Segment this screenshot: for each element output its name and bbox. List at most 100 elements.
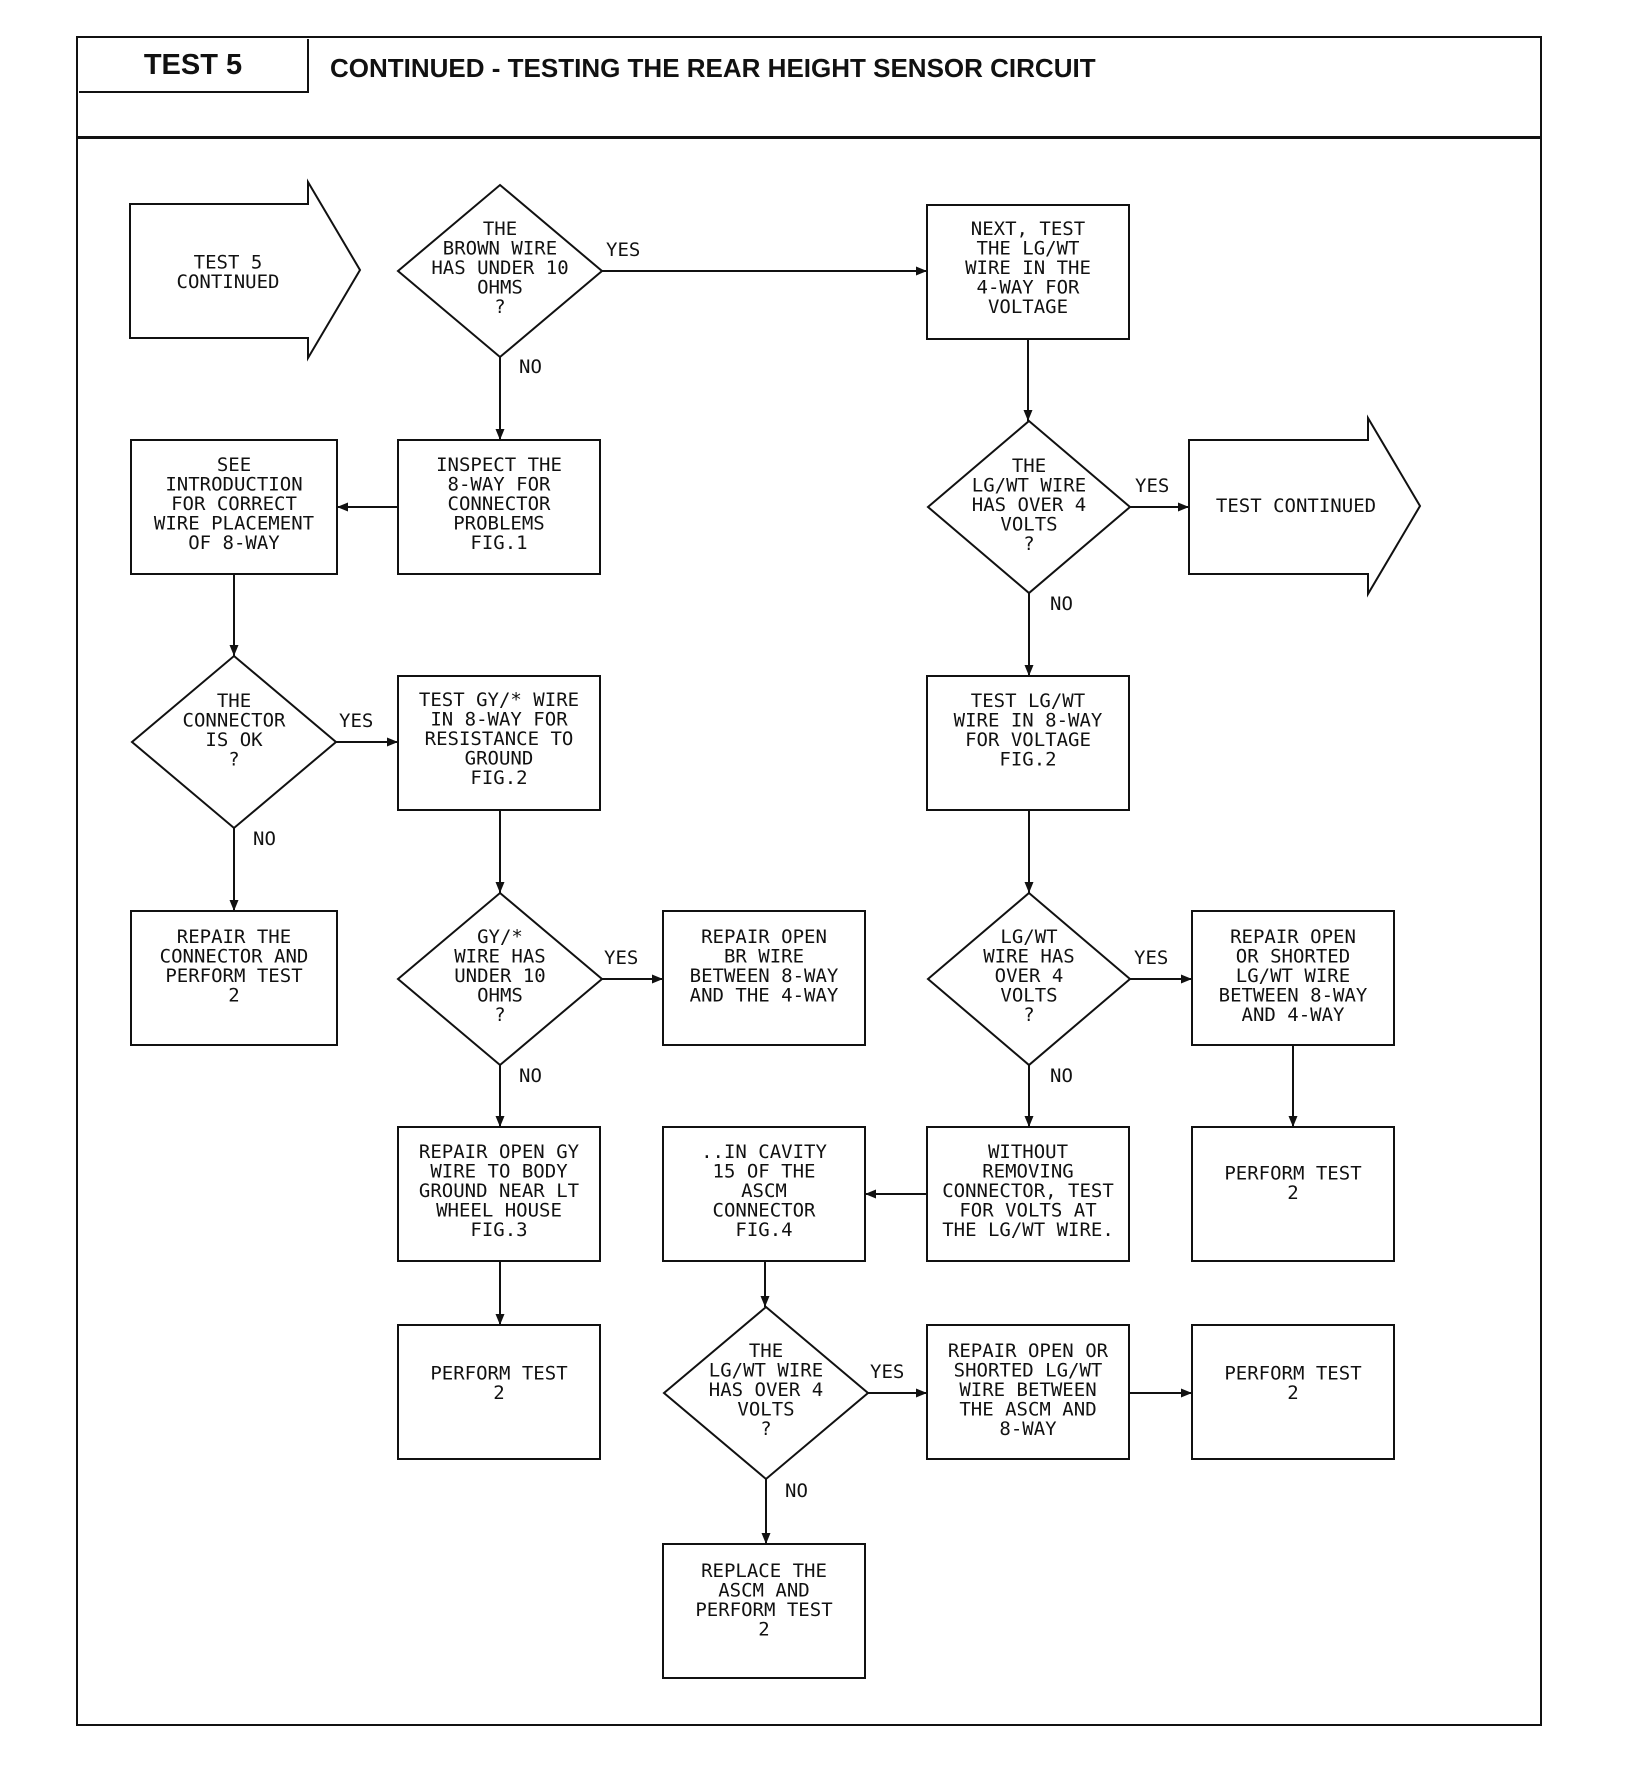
step-perform-test-2-bottom-right-outline bbox=[1191, 1324, 1395, 1460]
step-repair-open-br-outline bbox=[662, 910, 866, 1046]
step-inspect-8way-text-line: CONNECTOR bbox=[448, 493, 552, 515]
step-next-test-lgwt-4way-text-line: 4-WAY FOR bbox=[977, 277, 1081, 299]
decision-gy-under-10-ohms-outline bbox=[396, 891, 604, 1067]
step-without-removing-connector-text-line: FOR VOLTS AT bbox=[959, 1200, 1096, 1222]
step-test-gy-resistance-text-line: TEST GY/* WIRE bbox=[419, 689, 579, 711]
step-cavity-15-ascm-text-line: ..IN CAVITY bbox=[701, 1141, 827, 1163]
decision-connector-ok-text-line: THE bbox=[217, 690, 251, 712]
step-repair-open-br-text-line: BR WIRE bbox=[724, 945, 804, 967]
decision-connector-ok-text-line: CONNECTOR bbox=[183, 709, 287, 731]
decision-gy-under-10-ohms-text-line: ? bbox=[494, 1004, 505, 1026]
arrowhead bbox=[761, 1533, 771, 1544]
step-repair-lgwt-8way-4way-text-line: AND 4-WAY bbox=[1242, 1004, 1346, 1026]
decision-lgwt-ascm-over-4v-text-line: LG/WT WIRE bbox=[709, 1360, 823, 1382]
arrowhead bbox=[916, 266, 927, 276]
step-next-test-lgwt-4way-text-line: WIRE IN THE bbox=[965, 257, 1091, 279]
step-repair-lgwt-ascm-8way-text-line: WIRE BETWEEN bbox=[959, 1379, 1096, 1401]
step-see-introduction-text-line: FOR CORRECT bbox=[171, 493, 297, 515]
no-branch-label: NO bbox=[1050, 593, 1073, 615]
arrowhead bbox=[916, 1388, 927, 1398]
step-repair-lgwt-ascm-8way-text-line: SHORTED LG/WT bbox=[954, 1360, 1103, 1382]
step-perform-test-2-right-text-line: PERFORM TEST bbox=[1224, 1162, 1361, 1184]
step-test-gy-resistance-text-line: RESISTANCE TO bbox=[425, 728, 574, 750]
step-replace-ascm-text-line: ASCM AND bbox=[718, 1579, 810, 1601]
yes-branch-label: YES bbox=[606, 239, 640, 261]
step-repair-lgwt-ascm-8way-text-line: THE ASCM AND bbox=[959, 1399, 1096, 1421]
exit-arrow-shape-text-line: TEST CONTINUED bbox=[1216, 495, 1376, 517]
decision-lgwt-8way-over-4v-text-line: VOLTS bbox=[1000, 985, 1057, 1007]
step-without-removing-connector-text-line: CONNECTOR, TEST bbox=[942, 1180, 1114, 1202]
arrowhead bbox=[337, 502, 348, 512]
arrowhead bbox=[495, 429, 505, 440]
decision-lgwt-4way-over-4v-text-line: ? bbox=[1023, 533, 1034, 555]
step-inspect-8way-text-line: 8-WAY FOR bbox=[448, 474, 552, 496]
step-repair-open-gy-text-line: FIG.3 bbox=[470, 1219, 527, 1241]
decision-lgwt-ascm-over-4v-text-line: ? bbox=[760, 1418, 771, 1440]
step-cavity-15-ascm-text-line: ASCM bbox=[741, 1180, 787, 1202]
decision-brown-wire-text-line: ? bbox=[494, 296, 505, 318]
no-branch-label: NO bbox=[519, 356, 542, 378]
step-without-removing-connector-text-line: REMOVING bbox=[982, 1161, 1074, 1183]
step-repair-lgwt-8way-4way-outline bbox=[1191, 910, 1395, 1046]
step-repair-lgwt-8way-4way-text-line: LG/WT WIRE bbox=[1236, 965, 1350, 987]
arrowhead bbox=[1178, 502, 1189, 512]
step-cavity-15-ascm-text-line: FIG.4 bbox=[735, 1219, 792, 1241]
step-see-introduction-text-line: WIRE PLACEMENT bbox=[154, 513, 314, 535]
step-replace-ascm-outline bbox=[662, 1543, 866, 1679]
arrowhead bbox=[1288, 1116, 1298, 1127]
no-branch-label: NO bbox=[253, 828, 276, 850]
decision-connector-ok-outline bbox=[130, 654, 338, 830]
decision-gy-under-10-ohms-text-line: GY/* bbox=[477, 926, 523, 948]
step-next-test-lgwt-4way-text-line: THE LG/WT bbox=[977, 238, 1080, 260]
decision-lgwt-ascm-over-4v-text-line: HAS OVER 4 bbox=[709, 1379, 823, 1401]
step-without-removing-connector-text-line: THE LG/WT WIRE. bbox=[942, 1219, 1114, 1241]
step-next-test-lgwt-4way-text-line: NEXT, TEST bbox=[971, 218, 1085, 240]
arrowhead bbox=[652, 974, 663, 984]
yes-branch-label: YES bbox=[604, 947, 638, 969]
exit-arrow-shape: TEST CONTINUED bbox=[1188, 414, 1422, 598]
step-repair-open-gy-outline bbox=[397, 1126, 601, 1262]
step-repair-lgwt-8way-4way-text-line: REPAIR OPEN bbox=[1230, 926, 1356, 948]
decision-gy-under-10-ohms-text-line: UNDER 10 bbox=[454, 965, 546, 987]
step-repair-open-gy-text-line: REPAIR OPEN GY bbox=[419, 1141, 580, 1163]
step-inspect-8way-text-line: FIG.1 bbox=[470, 532, 527, 554]
step-test-lgwt-8way-outline bbox=[926, 675, 1130, 811]
step-perform-test-2-right-text-line: 2 bbox=[1287, 1182, 1298, 1204]
decision-lgwt-8way-over-4v-outline bbox=[926, 891, 1132, 1067]
step-without-removing-connector-outline bbox=[926, 1126, 1130, 1262]
step-cavity-15-ascm-text-line: CONNECTOR bbox=[713, 1200, 817, 1222]
arrowhead bbox=[495, 1314, 505, 1325]
step-replace-ascm-text-line: REPLACE THE bbox=[701, 1560, 827, 1582]
arrowhead bbox=[1181, 1388, 1192, 1398]
step-test-lgwt-8way-text-line: TEST LG/WT bbox=[971, 690, 1085, 712]
step-test-lgwt-8way-text-line: WIRE IN 8-WAY bbox=[954, 709, 1103, 731]
yes-branch-label: YES bbox=[339, 710, 373, 732]
no-branch-label: NO bbox=[1050, 1065, 1073, 1087]
no-branch-label: NO bbox=[519, 1065, 542, 1087]
step-perform-test-2-right-outline bbox=[1191, 1126, 1395, 1262]
decision-brown-wire-text-line: THE bbox=[483, 218, 517, 240]
decision-gy-under-10-ohms-text-line: OHMS bbox=[477, 985, 523, 1007]
step-test-gy-resistance-outline bbox=[397, 675, 601, 811]
step-repair-lgwt-ascm-8way-outline bbox=[926, 1324, 1130, 1460]
step-next-test-lgwt-4way-outline bbox=[926, 204, 1130, 340]
step-repair-connector-outline bbox=[130, 910, 338, 1046]
decision-lgwt-8way-over-4v-text-line: WIRE HAS bbox=[983, 946, 1075, 968]
decision-brown-wire-text-line: BROWN WIRE bbox=[443, 238, 557, 260]
decision-lgwt-8way-over-4v-text-line: ? bbox=[1023, 1004, 1034, 1026]
step-repair-lgwt-ascm-8way-text-line: 8-WAY bbox=[999, 1418, 1057, 1440]
step-repair-connector-text-line: CONNECTOR AND bbox=[160, 945, 309, 967]
step-repair-open-br-text-line: BETWEEN 8-WAY bbox=[690, 965, 839, 987]
arrowhead bbox=[229, 645, 239, 656]
